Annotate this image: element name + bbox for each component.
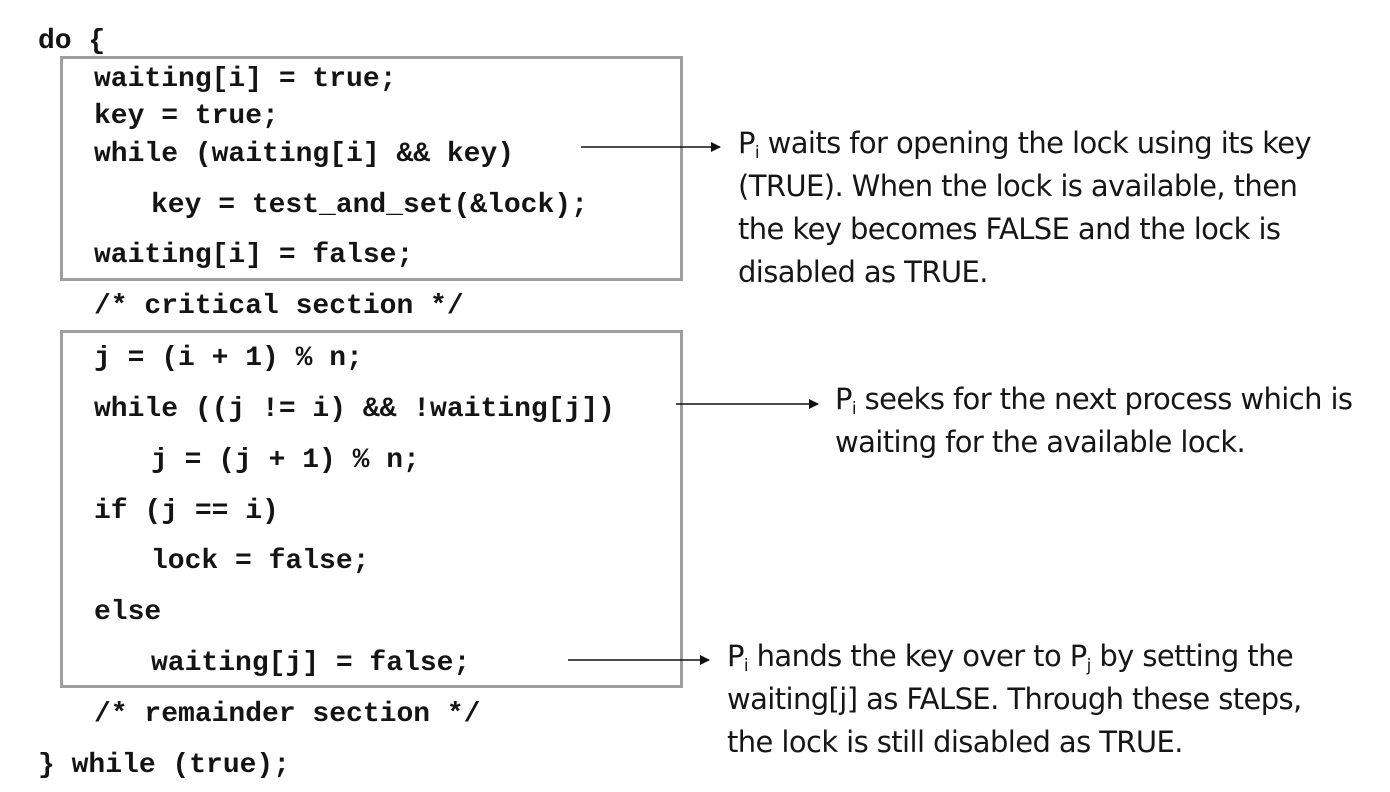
code-entry-test-and-set: key = test_and_set(&lock); [151, 190, 588, 221]
code-exit-j-increment: j = (j + 1) % n; [151, 445, 420, 476]
code-do-open: do { [38, 26, 106, 57]
code-critical-section: /* critical section */ [94, 291, 464, 322]
code-entry-waiting-true: waiting[i] = true; [94, 64, 397, 95]
code-exit-while: while ((j != i) && !waiting[j]) [94, 394, 615, 425]
code-exit-else: else [94, 597, 162, 628]
code-exit-waiting-j-false: waiting[j] = false; [151, 648, 471, 679]
annotation-hands-line2: waiting[j] as FALSE. Through these steps… [727, 682, 1302, 716]
code-exit-lock-false: lock = false; [151, 546, 370, 577]
annotation-waits-line1: Pi waits for opening the lock using its … [738, 126, 1312, 163]
code-entry-while: while (waiting[i] && key) [94, 139, 515, 170]
annotation-seeks: Pi seeks for the next process which is w… [835, 378, 1353, 464]
annotation-waits: Pi waits for opening the lock using its … [738, 122, 1312, 294]
annotation-hands-line3: the lock is still disabled as TRUE. [727, 725, 1183, 759]
annotation-seeks-line2: waiting for the available lock. [835, 425, 1246, 459]
annotation-hands: Pi hands the key over to Pj by setting t… [727, 635, 1302, 764]
code-exit-j-assign: j = (i + 1) % n; [94, 343, 363, 374]
annotation-seeks-line1: Pi seeks for the next process which is [835, 382, 1353, 419]
code-exit-if: if (j == i) [94, 496, 279, 527]
annotation-waits-line2: (TRUE). When the lock is available, then [738, 169, 1298, 203]
annotation-hands-line1: Pi hands the key over to Pj by setting t… [727, 639, 1294, 676]
entry-section-box [60, 56, 683, 281]
annotation-waits-line3: the key becomes FALSE and the lock is [738, 212, 1281, 246]
code-while-close: } while (true); [38, 750, 291, 781]
exit-section-box [60, 330, 683, 688]
annotation-waits-line4: disabled as TRUE. [738, 255, 988, 289]
code-entry-waiting-false: waiting[i] = false; [94, 240, 414, 271]
code-entry-key-true: key = true; [94, 101, 279, 132]
code-remainder-section: /* remainder section */ [94, 699, 481, 730]
